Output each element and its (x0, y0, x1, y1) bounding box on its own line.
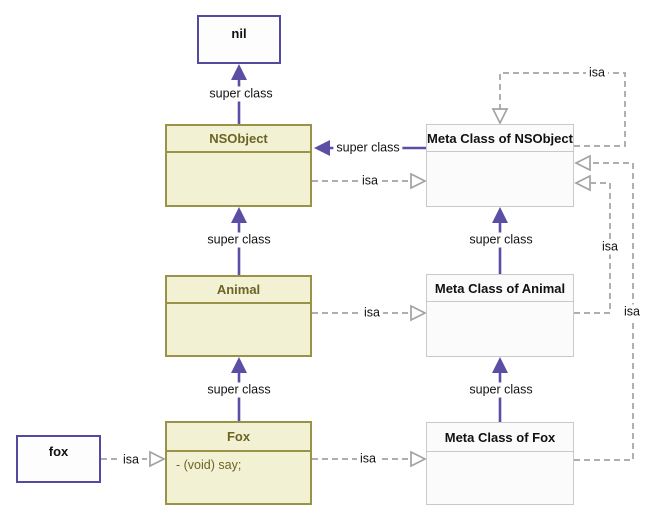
arrowhead-up-metansobject (492, 207, 508, 223)
open-arrowhead-right-fox (149, 450, 166, 468)
label-isa-foxinstance-fox: isa (120, 452, 142, 468)
node-fox-class-method: - (void) say; (176, 458, 242, 472)
label-isa-fox-metafox: isa (357, 451, 379, 467)
label-isa-metansobject-selfloop: isa (586, 65, 608, 81)
arrowhead-left-nsobject (314, 140, 330, 156)
node-meta-animal-title: Meta Class of Animal (427, 275, 573, 302)
open-arrowhead-down-metansobject-top (491, 108, 509, 125)
label-isa-metafox-metansobject: isa (621, 304, 643, 320)
node-meta-fox: Meta Class of Fox (426, 422, 574, 505)
node-fox-class: Fox - (void) say; (165, 421, 312, 505)
node-animal: Animal (165, 275, 312, 357)
node-nsobject-title: NSObject (167, 126, 310, 153)
label-superclass-metansobject-nsobject: super class (333, 140, 403, 156)
label-isa-nsobject-metansobject: isa (359, 173, 381, 189)
node-fox-instance-label: fox (48, 444, 69, 459)
arrowhead-up-animal (231, 357, 247, 373)
label-superclass-nsobject-nil: super class (206, 86, 276, 102)
node-meta-nsobject: Meta Class of NSObject (426, 124, 574, 207)
label-superclass-fox-animal: super class (204, 382, 274, 398)
node-animal-body (167, 304, 310, 316)
node-nsobject-body (167, 153, 310, 165)
label-superclass-metaanimal-metansobject: super class (466, 232, 536, 248)
open-arrowhead-right-metansobject (410, 172, 427, 190)
node-nil-label: nil (231, 26, 247, 41)
open-arrowhead-right-metafox (410, 450, 427, 468)
open-arrowhead-right-metaanimal (410, 304, 427, 322)
node-meta-fox-title: Meta Class of Fox (427, 423, 573, 452)
label-isa-metaanimal-metansobject: isa (599, 239, 621, 255)
arrowhead-up-nsobject (231, 207, 247, 223)
node-nsobject: NSObject (165, 124, 312, 207)
arrowhead-up-nil (231, 64, 247, 80)
arrowhead-up-metaanimal (492, 357, 508, 373)
node-animal-title: Animal (167, 277, 310, 304)
label-superclass-metafox-metaanimal: super class (466, 382, 536, 398)
open-arrowhead-left-metansobject-mid (574, 174, 591, 192)
node-fox-instance: fox (16, 435, 101, 483)
node-meta-nsobject-title: Meta Class of NSObject (427, 125, 573, 152)
node-nil: nil (197, 15, 281, 64)
open-arrowhead-left-metansobject-upper (574, 154, 591, 172)
node-meta-animal: Meta Class of Animal (426, 274, 574, 357)
label-superclass-animal-nsobject: super class (204, 232, 274, 248)
label-isa-animal-metaanimal: isa (361, 305, 383, 321)
node-fox-class-title: Fox (167, 423, 310, 452)
